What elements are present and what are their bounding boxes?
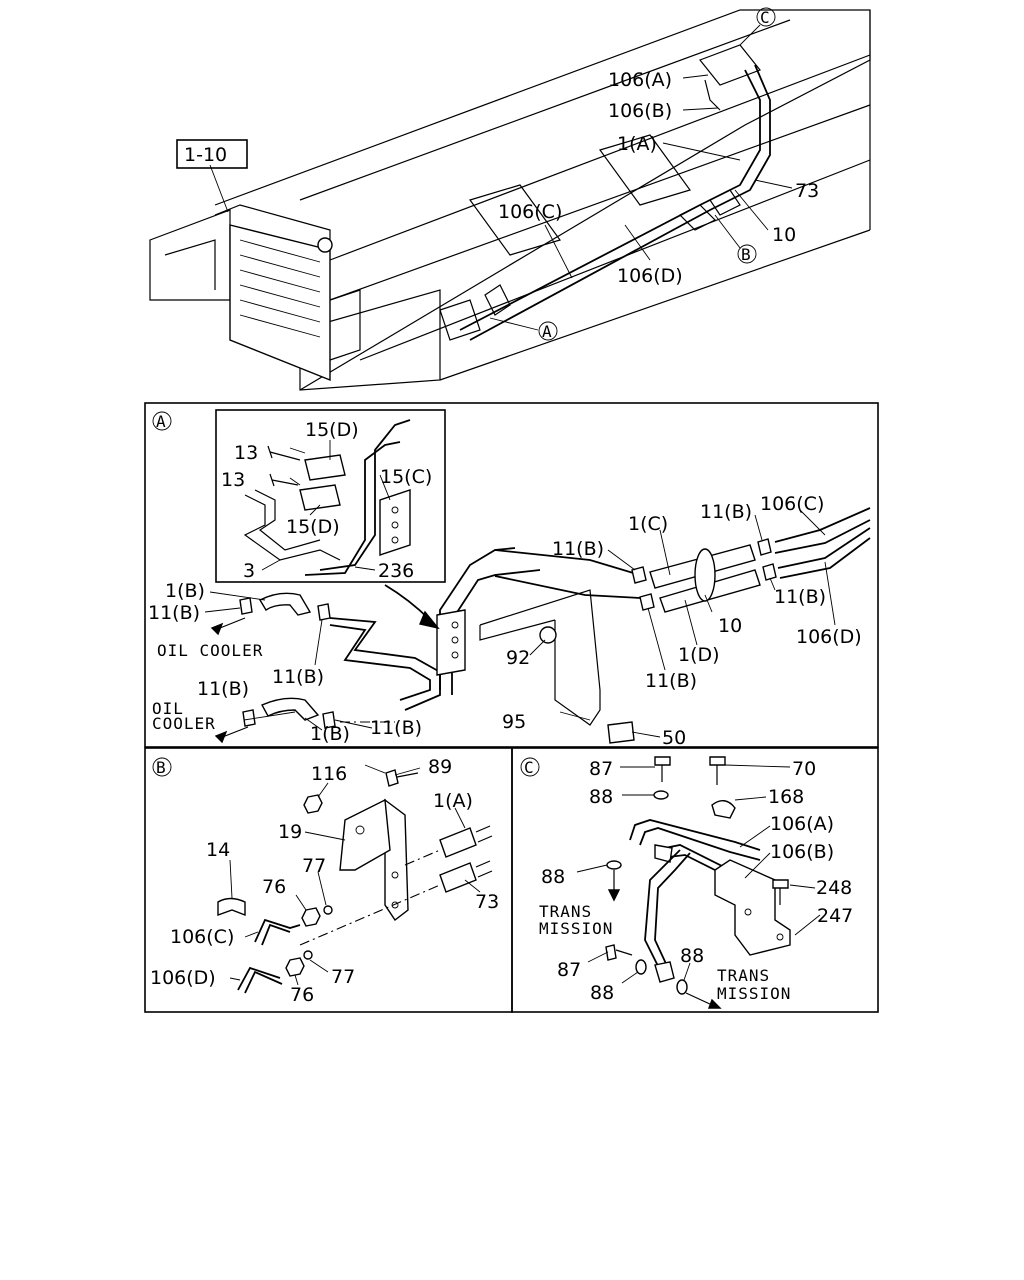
panel-a-label-50: 50 — [662, 727, 686, 749]
overview-label-1a: 1(A) — [617, 133, 657, 155]
panel-c-trans-1a: TRANS — [539, 902, 592, 921]
panel-a-label-11b-5: 11(B) — [552, 538, 604, 560]
overview-callout-b: B — [741, 245, 752, 264]
panel-a-label-11b-1: 11(B) — [148, 602, 200, 624]
panel-a-marker: A — [156, 412, 167, 431]
panel-a-label-11b-6: 11(B) — [700, 501, 752, 523]
panel-a-label-11b-2: 11(B) — [272, 666, 324, 688]
panel-b-label-106d: 106(D) — [150, 967, 216, 989]
panel-c-label-88d: 88 — [680, 945, 704, 967]
panel-a-label-13a: 13 — [234, 442, 258, 464]
panel-a-inset — [215, 409, 446, 583]
reference-box — [176, 139, 248, 169]
overview-label-106b: 106(B) — [608, 100, 672, 122]
panel-a-label-15d-bot: 15(D) — [286, 516, 340, 538]
panel-c-trans-1b: MISSION — [539, 919, 613, 938]
panel-c-label-87b: 87 — [557, 959, 581, 981]
panel-b-label-76b: 76 — [290, 984, 314, 1006]
panel-b-parts — [217, 764, 493, 994]
overview-label-106d: 106(D) — [617, 265, 683, 287]
panel-b-label-106c: 106(C) — [170, 926, 234, 948]
panel-b-label-19: 19 — [278, 821, 302, 843]
panel-c-label-106a: 106(A) — [770, 813, 834, 835]
panel-a-oil-cooler-2b: COOLER — [152, 714, 216, 733]
panel-c-label-248: 248 — [816, 877, 852, 899]
panel-c-label-88a: 88 — [589, 786, 613, 808]
panel-c-label-106b: 106(B) — [770, 841, 834, 863]
panel-c-labels: 87 70 88 168 106(A) 106(B) 88 248 TRANS … — [539, 758, 853, 1004]
panel-a-frame — [144, 402, 879, 748]
panel-a-oil-cooler-1: OIL COOLER — [157, 641, 263, 660]
panel-a-label-236: 236 — [378, 560, 414, 582]
panel-b-labels: 116 89 1(A) 19 14 77 76 73 106(C) 106(D)… — [150, 756, 499, 1006]
panel-b-marker: B — [156, 758, 167, 777]
panel-a-label-10: 10 — [718, 615, 742, 637]
panel-b-label-89: 89 — [428, 756, 452, 778]
panel-a-label-95: 95 — [502, 711, 526, 733]
panel-b-label-1a: 1(A) — [433, 790, 473, 812]
overview-labels: C 106(A) 106(B) 1(A) 73 10 B 106(C) 106(… — [498, 7, 819, 341]
panel-c-label-70: 70 — [792, 758, 816, 780]
panel-c-label-88c: 88 — [590, 982, 614, 1004]
panel-a-label-3: 3 — [243, 560, 255, 582]
panel-b-label-76a: 76 — [262, 876, 286, 898]
overview-callout-c: C — [760, 8, 771, 27]
panel-c-frame — [511, 747, 879, 1013]
panel-a-oil-cooler-2a: OIL — [152, 699, 184, 718]
panel-a-label-11b-3: 11(B) — [197, 678, 249, 700]
panel-a-label-1b-bot: 1(B) — [310, 723, 350, 745]
panel-a-label-15c: 15(C) — [380, 466, 432, 488]
panel-a-label-1b-top: 1(B) — [165, 580, 205, 602]
panel-c-label-247: 247 — [817, 905, 853, 927]
overview-illustration — [149, 9, 871, 391]
panel-a-label-11b-4: 11(B) — [370, 717, 422, 739]
overview-label-106c: 106(C) — [498, 201, 562, 223]
panel-a-parts — [204, 419, 871, 744]
panel-a-label-11b-8: 11(B) — [645, 670, 697, 692]
overview-label-10: 10 — [772, 224, 796, 246]
panel-b-label-77a: 77 — [302, 855, 326, 877]
panel-b-label-77b: 77 — [331, 966, 355, 988]
panel-b-label-14: 14 — [206, 839, 230, 861]
panel-a-label-92: 92 — [506, 647, 530, 669]
panel-a-labels: 13 15(D) 13 15(C) 15(D) 3 236 1(B) 11(B)… — [148, 419, 862, 749]
panel-c-parts — [576, 756, 821, 1009]
overview-callout-a: A — [542, 322, 553, 341]
panel-a-label-1c: 1(C) — [628, 513, 668, 535]
panel-b-label-73: 73 — [475, 891, 499, 913]
panel-a-label-13b: 13 — [221, 469, 245, 491]
panel-a-label-15d-top: 15(D) — [305, 419, 359, 441]
panel-c-label-168: 168 — [768, 786, 804, 808]
reference-box-label: 1-10 — [184, 144, 227, 166]
panel-c-marker: C — [524, 758, 535, 777]
overview-label-106a: 106(A) — [608, 69, 672, 91]
panel-a-label-11b-7: 11(B) — [774, 586, 826, 608]
panel-c-label-88b: 88 — [541, 866, 565, 888]
panel-b-label-116: 116 — [311, 763, 347, 785]
panel-c-trans-2b: MISSION — [717, 984, 791, 1003]
panel-c-label-87a: 87 — [589, 758, 613, 780]
panel-a-label-1d: 1(D) — [678, 644, 720, 666]
panel-a-label-106d: 106(D) — [796, 626, 862, 648]
panel-a-label-106c: 106(C) — [760, 493, 824, 515]
overview-label-73: 73 — [795, 180, 819, 202]
panel-c-trans-2a: TRANS — [717, 966, 770, 985]
